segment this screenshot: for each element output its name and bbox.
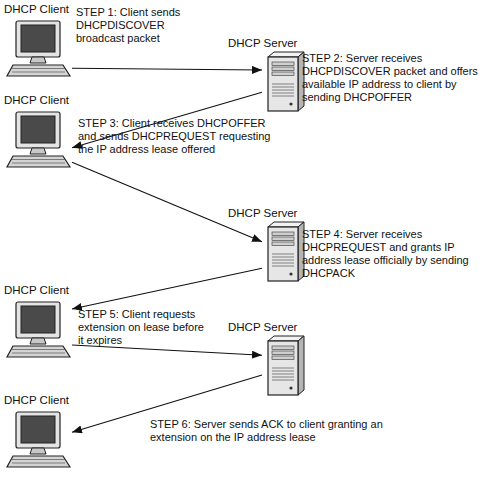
client-computer: DHCP Client — [6, 19, 72, 79]
server-icon — [262, 336, 304, 396]
node-heading: DHCP Server — [228, 37, 297, 50]
step-note: STEP 5: Client requests extension on lea… — [78, 308, 208, 347]
server-tower: DHCP Server — [262, 52, 304, 112]
computer-icon — [6, 300, 72, 360]
node-heading: DHCP Client — [4, 94, 69, 107]
node-heading: DHCP Server — [228, 321, 297, 334]
node-label: DHCP Client — [4, 3, 69, 16]
step-note: STEP 1: Client sends DHCPDISCOVER broadc… — [76, 6, 204, 45]
node-heading: DHCP Client — [4, 284, 69, 297]
computer-icon — [6, 19, 72, 79]
message-arrow — [72, 68, 262, 70]
server-tower: DHCP Server — [262, 336, 304, 396]
node-label: DHCP Server — [228, 207, 297, 220]
node-heading: DHCP Client — [4, 3, 69, 16]
node-label: DHCP Client — [4, 284, 69, 297]
node-label: DHCP Server — [228, 321, 297, 334]
node-label: DHCP Server — [228, 37, 297, 50]
computer-icon — [6, 410, 72, 470]
node-heading: DHCP Server — [228, 207, 297, 220]
message-arrow — [72, 268, 262, 309]
step-note: STEP 2: Server receives DHCPDISCOVER pac… — [302, 52, 484, 104]
client-computer: DHCP Client — [6, 410, 72, 470]
message-arrow — [72, 345, 262, 355]
node-label: DHCP Client — [4, 394, 69, 407]
server-tower: DHCP Server — [262, 222, 304, 282]
client-computer: DHCP Client — [6, 300, 72, 360]
message-arrow — [72, 162, 262, 242]
server-icon — [262, 52, 304, 112]
node-heading: DHCP Client — [4, 394, 69, 407]
node-label: DHCP Client — [4, 94, 69, 107]
step-note: STEP 4: Server receives DHCPREQUEST and … — [302, 228, 482, 280]
server-icon — [262, 222, 304, 282]
step-note: STEP 6: Server sends ACK to client grant… — [150, 418, 420, 444]
computer-icon — [6, 110, 72, 170]
client-computer: DHCP Client — [6, 110, 72, 170]
step-note: STEP 3: Client receives DHCPOFFER and se… — [78, 117, 283, 156]
